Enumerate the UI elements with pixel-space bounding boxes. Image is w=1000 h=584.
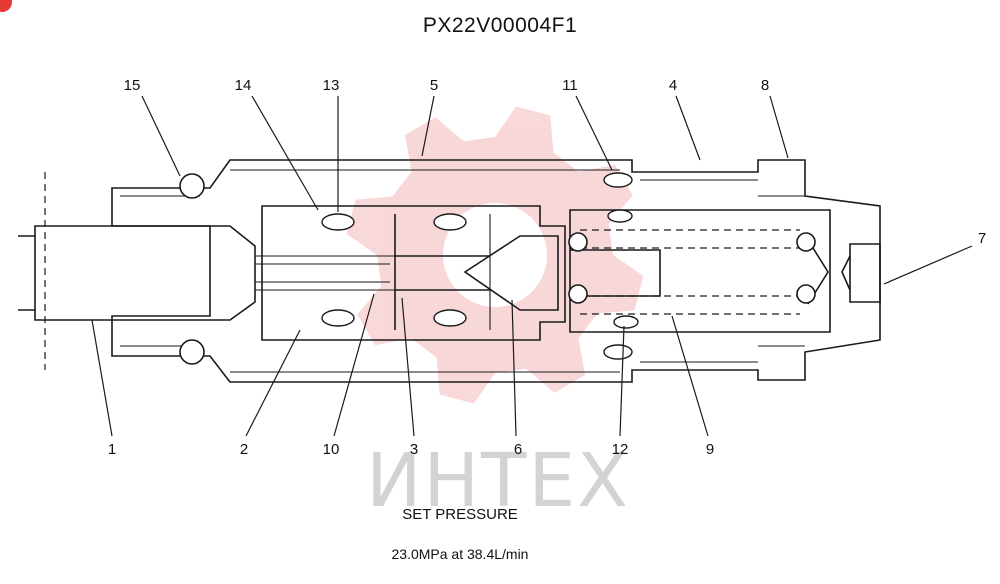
watermark-gear (346, 106, 644, 404)
oring-13-top (321, 213, 355, 231)
spring-seat-ball-a (568, 232, 588, 252)
callout-14: 14 (235, 77, 252, 94)
callout-12: 12 (612, 441, 629, 458)
poppet (463, 235, 559, 311)
callout-8: 8 (761, 77, 769, 94)
callout-13: 13 (323, 77, 340, 94)
callout-7: 7 (978, 230, 986, 247)
callout-6: 6 (514, 441, 522, 458)
callout-15: 15 (124, 77, 141, 94)
seat-body (261, 205, 566, 341)
oring-upper-seat (433, 213, 467, 231)
diagram-title: PX22V00004F1 (422, 14, 578, 37)
spring-seat-ball-c (796, 232, 816, 252)
leader-lines (91, 95, 973, 437)
oring-lower-seat (433, 309, 467, 327)
ball-15-top (179, 173, 205, 199)
oring-12-top (607, 209, 633, 223)
watermark-text: ИНТЕХ (366, 438, 630, 524)
set-pressure-value: 23.0MPa at 38.4L/min (391, 546, 529, 562)
callout-5: 5 (430, 77, 438, 94)
ball-15-bottom (179, 339, 205, 365)
callout-9: 9 (706, 441, 714, 458)
spring-seat-ball-b (568, 284, 588, 304)
seal-11-top (603, 172, 633, 188)
seal-11-bottom (603, 344, 633, 360)
set-pressure-heading: SET PRESSURE (402, 506, 518, 523)
adjusting-screw (841, 243, 881, 303)
callout-4: 4 (669, 77, 677, 94)
callout-2: 2 (240, 441, 248, 458)
callout-11: 11 (562, 77, 578, 94)
callout-10: 10 (323, 441, 340, 458)
plunger-body (18, 225, 395, 321)
callout-1: 1 (108, 441, 116, 458)
spring-seat-ball-d (796, 284, 816, 304)
oring-13-bottom (321, 309, 355, 327)
oring-12-bottom (613, 315, 639, 329)
callout-3: 3 (410, 441, 418, 458)
corner-badge (0, 0, 12, 12)
